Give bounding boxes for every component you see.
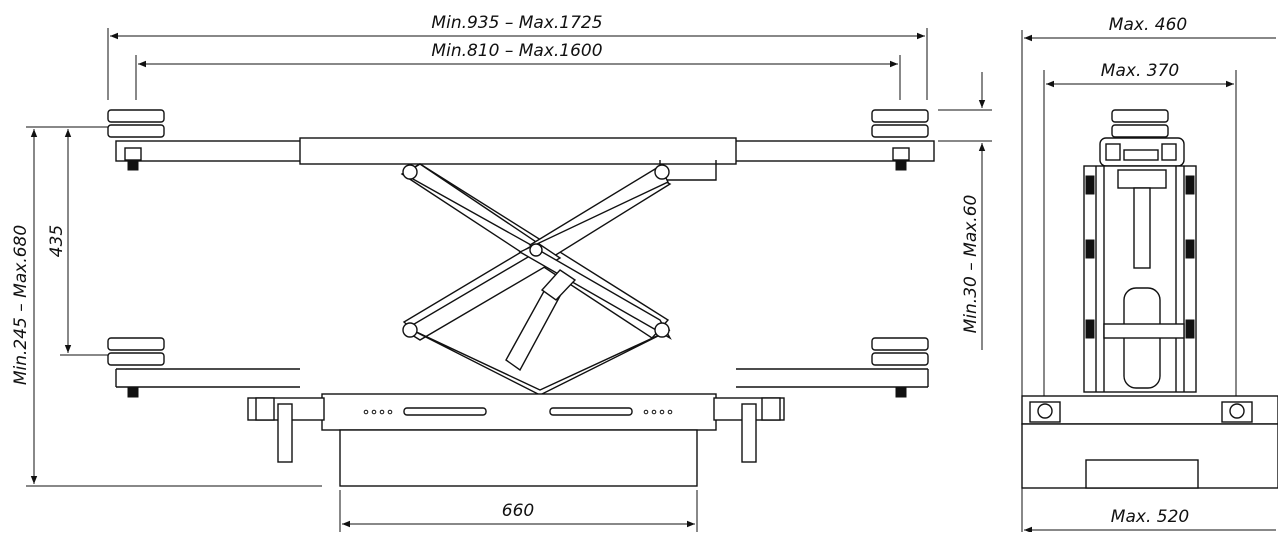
pad-height-label: 435 <box>47 225 67 257</box>
top-inner-dimension: Max. 370 <box>1046 61 1234 88</box>
total-height-label: Min.245 – Max.680 <box>11 225 31 385</box>
outer-width-dimension: Min.935 – Max.1725 <box>110 13 925 40</box>
base-width-label: 660 <box>502 501 534 521</box>
pad-height-dimension: 435 <box>47 129 72 353</box>
top-arm <box>107 109 935 181</box>
top-inner-label: Max. 370 <box>1101 61 1179 81</box>
inner-width-label: Min.810 – Max.1600 <box>431 41 602 61</box>
side-view: Min.935 – Max.1725 Min.810 – Max.1600 43… <box>11 13 992 532</box>
end-view: Max. 460 Max. 370 Max. 520 <box>1021 15 1278 534</box>
top-outer-dimension: Max. 460 <box>1024 15 1276 42</box>
scissor-mechanism <box>400 163 672 396</box>
pad-offset-label: Min.30 – Max.60 <box>961 195 981 334</box>
base-width-dimension: 660 <box>342 501 695 528</box>
inner-width-dimension: Min.810 – Max.1600 <box>138 41 898 68</box>
total-height-dimension: Min.245 – Max.680 <box>11 129 38 484</box>
bottom-arm <box>107 337 929 398</box>
end-base-width-label: Max. 520 <box>1111 507 1189 527</box>
top-outer-label: Max. 460 <box>1109 15 1187 35</box>
outer-width-label: Min.935 – Max.1725 <box>431 13 602 33</box>
base-width-end-dimension: Max. 520 <box>1024 507 1276 534</box>
base-frame <box>247 393 785 487</box>
